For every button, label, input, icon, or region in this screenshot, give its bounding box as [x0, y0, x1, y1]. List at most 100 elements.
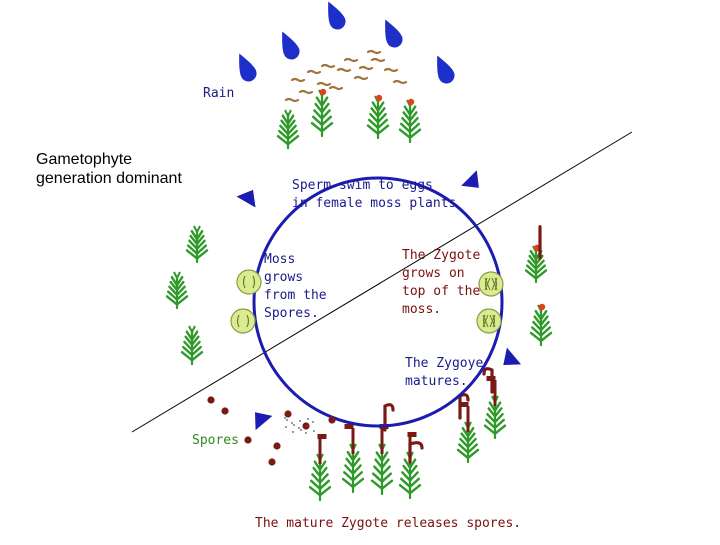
- generation-divider-line: [131, 131, 633, 433]
- sporophyte-stalk-icon: [408, 441, 424, 464]
- zygote-matures-label: The Zygoye matures.: [405, 355, 483, 391]
- spore-dot-icon: [273, 442, 281, 450]
- cells-layer: [230, 269, 504, 334]
- sporophyte-stalk-icon: [383, 403, 395, 432]
- spore-dot-icon: [268, 458, 276, 466]
- sperm-icon: [316, 81, 332, 87]
- moss-plant-icon: [180, 325, 204, 366]
- spore-cell-icon: [236, 269, 262, 295]
- sporophyte-plant-icon: [341, 424, 365, 494]
- spore-speck-icon: [291, 422, 293, 424]
- spore-dot-icon: [284, 410, 292, 418]
- zygote-grows-label: The Zygote grows on top of the moss.: [402, 247, 480, 319]
- zygote-label-line3: top of the: [402, 284, 481, 299]
- moss-plant-icon: [529, 303, 553, 347]
- zygote-label-line2: grows on: [402, 266, 465, 281]
- life-cycle-circle: [252, 176, 504, 428]
- egg-icon: [375, 94, 383, 102]
- moss-grows-label: Moss grows from the Spores.: [264, 251, 327, 323]
- sperm-swim-label: Sperm swim to eggs in female moss plants: [292, 177, 456, 213]
- dominant-label-line2: generation dominant: [36, 170, 182, 187]
- rain-label: Rain: [203, 86, 235, 101]
- sperm-icon: [353, 75, 369, 81]
- arrowhead-icon: [236, 189, 256, 208]
- sporophyte-plant-icon: [483, 376, 507, 440]
- sporophyte-plant-icon: [308, 434, 332, 502]
- dominant-generation-label: Gametophyte generation dominant: [36, 150, 182, 188]
- sperm-icon: [370, 57, 386, 63]
- spore-speck-icon: [293, 424, 295, 426]
- zygote-cell-icon: [478, 271, 504, 297]
- moss-label-line2: grows: [264, 270, 304, 285]
- spore-speck-icon: [292, 431, 294, 433]
- spore-speck-icon: [300, 429, 302, 431]
- moss-label-line4: Spores.: [264, 306, 319, 321]
- egg-icon: [538, 303, 546, 311]
- spore-speck-icon: [298, 427, 300, 429]
- rain-drop-icon: [328, 1, 346, 30]
- spores-layer: [207, 396, 336, 466]
- sperm-icon: [328, 85, 344, 91]
- sperm-icon: [290, 77, 306, 83]
- matures-label-line2: matures.: [405, 374, 468, 389]
- zygote-cell-icon: [476, 308, 502, 334]
- zygote-label-line4: moss.: [402, 302, 442, 317]
- sporophyte-plant-icon: [456, 402, 480, 464]
- arrowhead-icon: [503, 347, 522, 365]
- zygote-releases-label: The mature Zygote releases spores.: [255, 516, 522, 531]
- moss-plant-icon: [310, 88, 334, 138]
- egg-icon: [319, 88, 327, 96]
- sperm-icon: [336, 67, 352, 73]
- spore-dot-icon: [328, 416, 336, 424]
- sperm-label-line2: in female moss plants: [292, 196, 457, 211]
- sperm-icon: [366, 49, 382, 55]
- spore-dot-icon: [244, 436, 252, 444]
- sperm-icon: [383, 67, 399, 73]
- moss-plant-icon: [165, 271, 189, 310]
- spore-dot-icon: [302, 422, 310, 430]
- arrows-layer: [236, 170, 522, 431]
- dominant-label-line1: Gametophyte: [36, 151, 133, 168]
- spore-speck-icon: [307, 418, 309, 420]
- plants-layer: [165, 88, 553, 502]
- spore-speck-icon: [305, 432, 307, 434]
- sporophyte-plant-icon: [398, 432, 422, 500]
- sperm-icon: [343, 57, 359, 63]
- rain-drop-icon: [385, 19, 403, 48]
- spore-dot-icon: [221, 407, 229, 415]
- spore-speck-icon: [284, 417, 286, 419]
- spore-cell-icon: [230, 308, 256, 334]
- sperm-layer: [284, 49, 408, 103]
- spore-speck-icon: [312, 421, 314, 423]
- sperm-icon: [284, 97, 300, 103]
- zygote-label-line1: The Zygote: [402, 248, 481, 263]
- sperm-label-line1: Sperm swim to eggs: [292, 178, 433, 193]
- sporophyte-plant-icon: [370, 424, 394, 496]
- sperm-icon: [298, 89, 314, 95]
- sperm-icon: [358, 65, 374, 71]
- spore-speck-icon: [299, 420, 301, 422]
- spore-speck-icon: [306, 425, 308, 427]
- matures-label-line1: The Zygoye: [405, 356, 484, 371]
- sporophyte-stalk-icon: [482, 367, 494, 394]
- spore-dot-icon: [207, 396, 215, 404]
- spore-speck-icon: [286, 419, 288, 421]
- moss-label-line3: from the: [264, 288, 327, 303]
- spores-label: Spores: [192, 433, 239, 448]
- sperm-icon: [320, 63, 336, 69]
- rain-drop-icon: [239, 53, 257, 82]
- egg-icon: [407, 98, 415, 106]
- sperm-icon: [306, 69, 322, 75]
- arrowhead-icon: [461, 170, 479, 188]
- rain-drop-icon: [437, 55, 455, 84]
- moss-plant-icon: [185, 225, 209, 264]
- arrowhead-icon: [255, 412, 273, 431]
- moss-plant-icon: [366, 94, 390, 140]
- spore-speck-icon: [285, 426, 287, 428]
- moss-label-line1: Moss: [264, 252, 296, 267]
- moss-plant-icon: [398, 98, 422, 144]
- spore-speck-icon: [313, 430, 315, 432]
- moss-plant-icon: [524, 244, 548, 284]
